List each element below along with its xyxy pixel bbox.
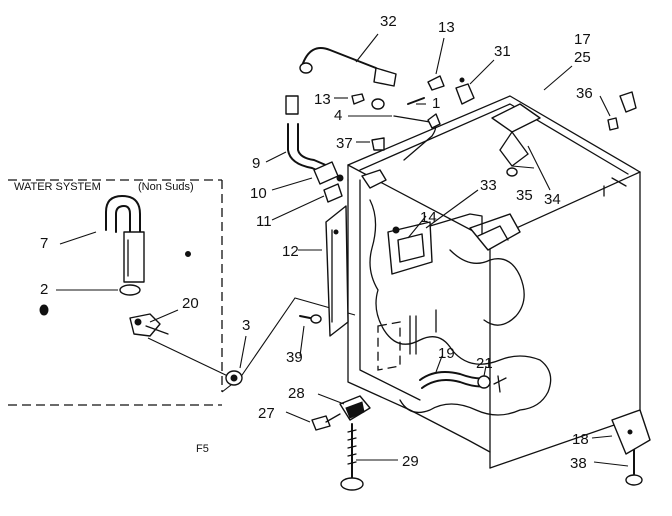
fitting-nut [336, 174, 344, 182]
callout-33: 33 [480, 177, 497, 194]
callout-9: 9 [252, 155, 260, 172]
callout-35: 35 [516, 187, 533, 204]
side-bracket-part [325, 205, 349, 337]
callout-29: 29 [402, 453, 419, 470]
callout-36: 36 [576, 85, 593, 102]
clamp-ring-part [119, 284, 141, 296]
wire-clip [427, 113, 441, 129]
pump-assembly-part [387, 213, 483, 275]
leader-lines [56, 33, 629, 467]
leg-bolt-part [340, 423, 364, 491]
callout-18: 18 [572, 431, 589, 448]
callout-1: 1 [432, 95, 440, 112]
clip-part-13a [351, 93, 365, 105]
cabinet-body [347, 95, 641, 469]
callout-3: 3 [242, 317, 250, 334]
fastener-part-37 [371, 137, 385, 151]
standpipe-part [105, 195, 145, 283]
screw-dot [185, 251, 191, 257]
callout-34: 34 [544, 191, 561, 208]
callout-4: 4 [334, 107, 342, 124]
hose-connector-part [129, 313, 169, 337]
nut-part [371, 98, 385, 110]
fitting-part-10 [313, 161, 339, 185]
callout-7: 7 [40, 235, 48, 252]
clip-part-13b [427, 75, 445, 91]
inset-title: WATER SYSTEM [14, 181, 101, 193]
grommet-hole [230, 374, 238, 382]
callout-31: 31 [494, 43, 511, 60]
callout-13-top: 13 [438, 19, 455, 36]
callout-39: 39 [286, 349, 303, 366]
bolt-part-1 [407, 97, 425, 105]
callout-21: 21 [476, 355, 493, 372]
callout-14: 14 [420, 209, 437, 226]
callout-27: 27 [258, 405, 275, 422]
water-system-inset: WATER SYSTEM (Non Suds) [8, 179, 356, 406]
callout-25: 25 [574, 49, 591, 66]
page-mark: F5 [196, 443, 209, 455]
callout-10: 10 [250, 185, 267, 202]
bracket-hole [627, 429, 633, 435]
sensor-cord-part [299, 47, 397, 87]
leveling-leg-assembly [311, 395, 371, 431]
callout-2: 2 [40, 281, 48, 298]
callout-19: 19 [438, 345, 455, 362]
fill-hose-part [285, 95, 329, 175]
callout-labels: 7 2 20 3 39 32 13 31 17 25 36 13 1 4 37 … [40, 13, 593, 472]
callout-20: 20 [182, 295, 199, 312]
screw-head [310, 314, 322, 324]
hinge-part-17 [619, 91, 637, 113]
clip-part-36 [607, 117, 619, 131]
callout-12: 12 [282, 243, 299, 260]
inset-qualifier: (Non Suds) [138, 181, 194, 193]
callout-11: 11 [256, 213, 272, 230]
latch-part-31 [455, 83, 475, 105]
callout-28: 28 [288, 385, 305, 402]
drain-hose-part [419, 371, 507, 393]
callout-37: 37 [336, 135, 353, 152]
fitting-part-11 [323, 183, 343, 203]
leg-foot [625, 474, 643, 486]
callout-32: 32 [380, 13, 397, 30]
callout-13-left: 13 [314, 91, 331, 108]
plug-part [39, 304, 49, 316]
callout-38: 38 [570, 455, 587, 472]
callout-17: 17 [574, 31, 591, 48]
latch-pin [459, 77, 465, 83]
